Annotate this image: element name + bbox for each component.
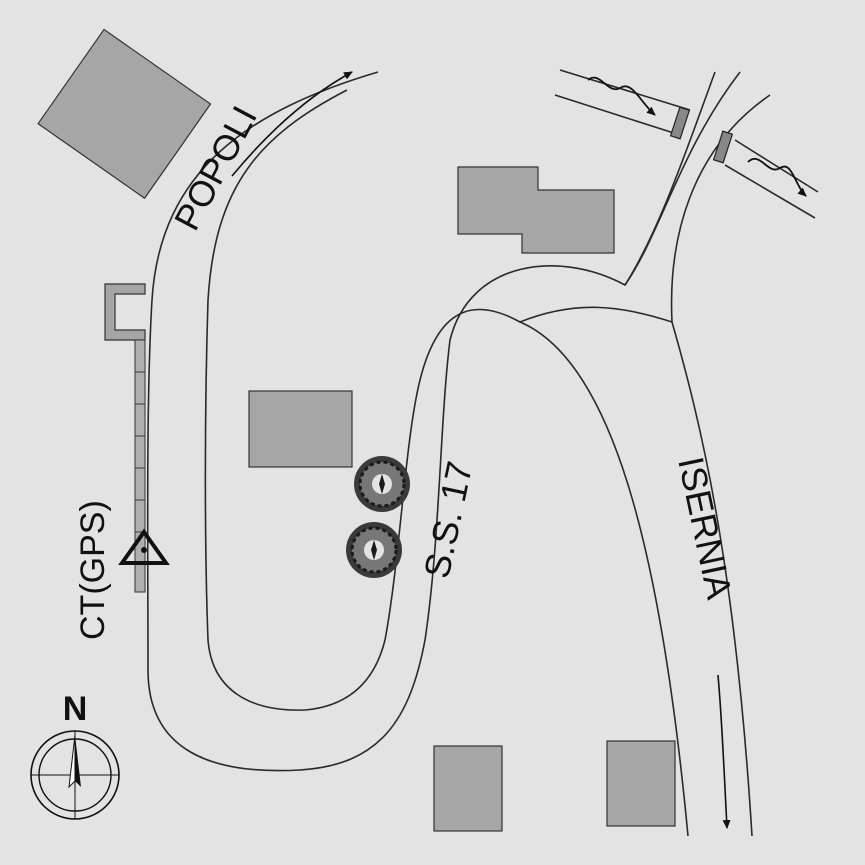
label-isernia: ISERNIA: [670, 453, 740, 602]
road-isernia-west-edge: [519, 321, 689, 837]
culvert-northwest: [669, 106, 691, 140]
road-ss17-outer-edge: [146, 71, 716, 772]
water-flow-arrow-icon: [747, 158, 807, 197]
building-northwest: [37, 28, 212, 200]
stream-southeast-bank-top: [734, 139, 819, 193]
road-direction-arrow-icon: [717, 674, 731, 829]
compass-north-label: N: [63, 690, 88, 728]
building-center: [248, 390, 353, 468]
building-south-right: [606, 740, 676, 827]
road-northeast-edge-b: [670, 94, 771, 323]
label-road-name: S.S. 17: [416, 458, 481, 582]
stream-northwest-bank-top: [559, 69, 691, 111]
tree-canopy-icon: [346, 522, 402, 578]
buildings: [37, 28, 676, 832]
building-south-left: [433, 745, 503, 832]
road-ss17-inner-edge: [204, 89, 673, 711]
roads: [146, 71, 771, 837]
stream-southeast-bank-bottom: [724, 164, 816, 219]
building-wall-west: [104, 283, 146, 341]
triangle-station-icon: [118, 528, 170, 565]
tree-canopy-icon: [354, 456, 410, 512]
wall-segmented: [134, 339, 146, 593]
building-northeast: [457, 166, 615, 254]
water-flow-arrow-icon: [587, 76, 656, 116]
streams: [554, 69, 819, 219]
culvert-southeast: [712, 130, 734, 164]
stream-northwest-bank-bottom: [554, 94, 681, 136]
compass-rose-icon: [30, 730, 120, 820]
label-station: CT(GPS): [74, 500, 112, 640]
road-northeast-edge-a: [624, 71, 741, 286]
road-direction-arrow-icon: [231, 71, 353, 177]
road-isernia-east-edge: [671, 321, 753, 837]
